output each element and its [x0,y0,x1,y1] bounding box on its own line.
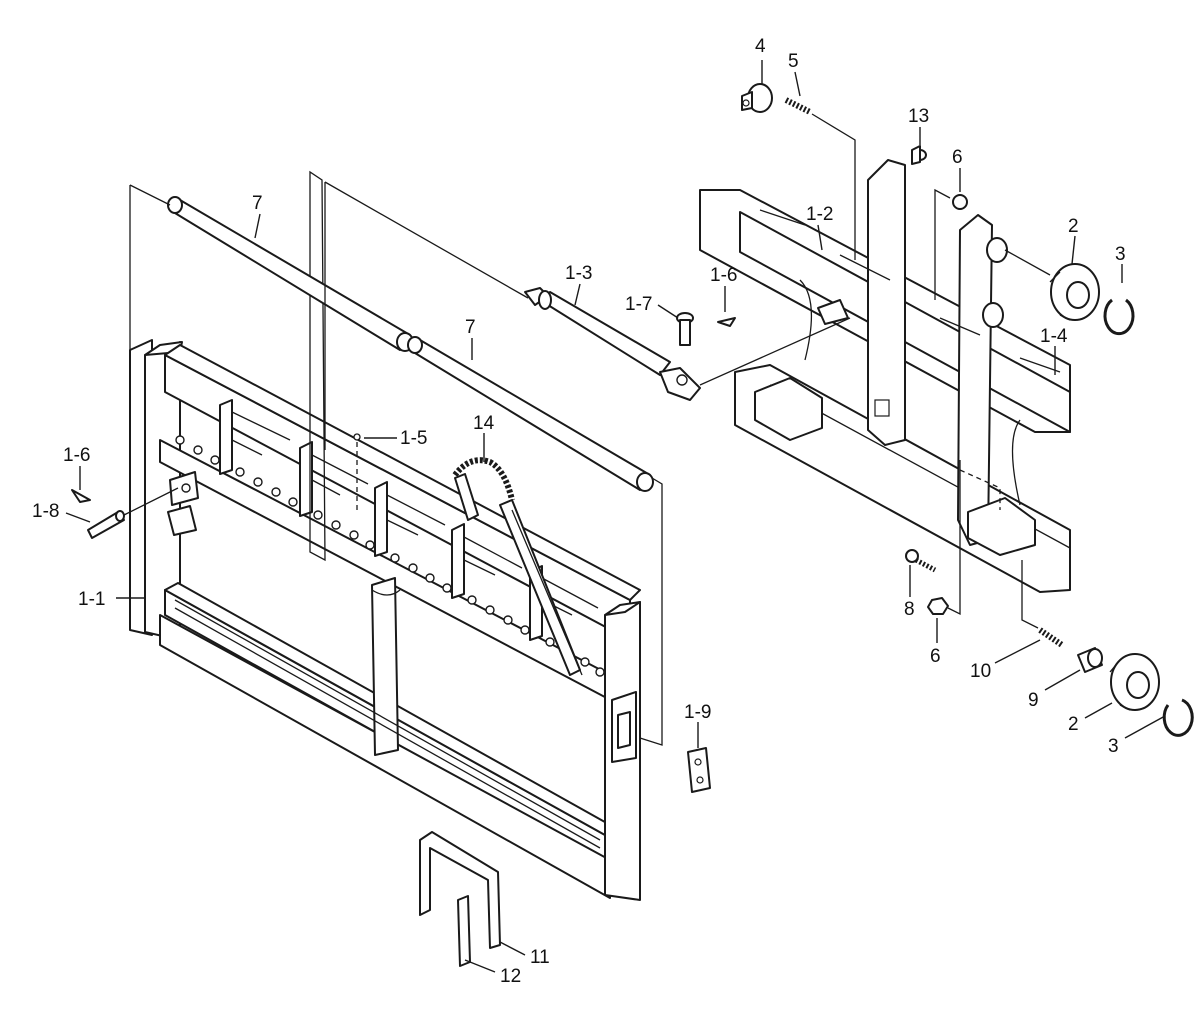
callout-1-8: 1-8 [32,501,59,522]
pin-1-8-line [123,487,179,516]
callout-6-upper: 6 [952,147,963,168]
callout-14: 14 [473,413,495,434]
callout-8: 8 [904,599,915,620]
spring-10 [1038,627,1064,648]
spring-5 [784,97,812,115]
spring-10-line [1021,560,1039,629]
callout-7-lower: 7 [465,317,476,338]
shaft-upper [167,196,414,352]
nut-6-lower [927,597,949,615]
nut-6-lower-line [947,460,961,616]
callout-3-lower: 3 [1108,736,1119,757]
callout-7-upper: 7 [252,193,263,214]
bearing-2-upper [1049,263,1100,321]
callout-6-lower: 6 [930,646,941,667]
callout-1-4: 1-4 [1040,326,1068,347]
cylinder-to-carriage-line [699,317,851,386]
callout-1-5: 1-5 [400,428,427,449]
assembly-line-right [639,477,663,746]
clip-1-6-left [71,489,91,503]
ring-3-upper [1103,298,1135,336]
bracket-11 [419,831,501,949]
ring-3-lower [1162,698,1194,737]
callout-1-1: 1-1 [78,589,105,610]
callout-labels: 4 5 13 6 1-2 2 3 7 1-3 1-6 1-7 7 1-4 1-5… [32,36,1126,987]
nut-6-upper-line [934,188,951,300]
callout-1-3: 1-3 [565,263,592,284]
callout-5: 5 [788,51,799,72]
hydraulic-cylinder [524,287,701,401]
spring-5-line [811,113,856,260]
part-13 [911,145,927,165]
clip-1-6-upper [717,317,736,327]
callout-1-7: 1-7 [625,294,652,315]
callout-1-9: 1-9 [684,702,711,723]
callout-leaders [65,60,1166,973]
shaft-lower [407,336,654,492]
collar-9 [1077,647,1103,673]
assembly-line-left [129,184,171,445]
bearing-2-lower [1109,653,1160,711]
callout-2-upper: 2 [1068,216,1079,237]
nut-6-upper [952,194,968,210]
roller-4 [741,83,773,113]
center-plate [309,170,326,562]
callout-3-upper: 3 [1115,244,1126,265]
callout-1-6-upper: 1-6 [710,265,737,286]
pin-1-5 [353,433,361,510]
callout-1-6-left: 1-6 [63,445,90,466]
callout-12: 12 [500,966,521,987]
callout-9: 9 [1028,690,1039,711]
bearing-line-upper [1004,249,1051,276]
plate-1-9 [687,747,711,793]
pin-1-7 [676,312,694,346]
fork-frame [129,339,641,901]
callout-2-lower: 2 [1068,714,1079,735]
callout-10: 10 [970,661,991,682]
bolt-8 [905,549,937,573]
callout-1-2: 1-2 [806,204,833,225]
chain-14 [452,457,583,676]
callout-11: 11 [530,947,550,968]
callout-13: 13 [908,106,929,127]
pin-1-8 [87,510,125,539]
bracket-12 [457,895,471,967]
carriage-assembly [699,159,1071,593]
assembly-line-center [324,181,529,450]
callout-4: 4 [755,36,766,57]
